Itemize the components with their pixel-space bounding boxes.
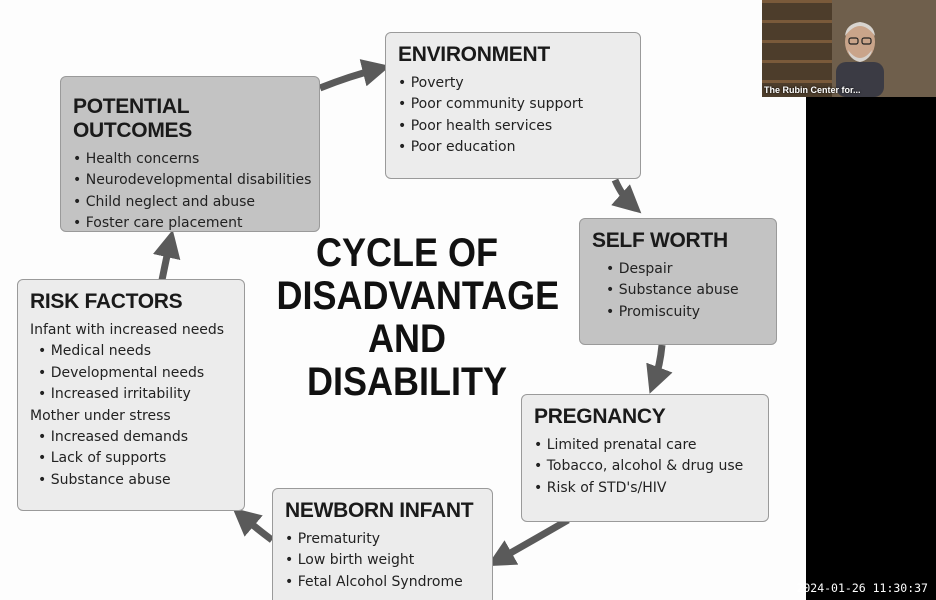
newborn-item: Fetal Alcohol Syndrome bbox=[285, 572, 480, 593]
pregnancy-item: Risk of STD's/HIV bbox=[534, 478, 756, 499]
webcam-tile[interactable]: The Rubin Center for... bbox=[762, 0, 936, 97]
risk-title: RISK FACTORS bbox=[30, 290, 232, 314]
outcomes-item: Health concerns bbox=[73, 149, 307, 170]
outcomes-item: Neurodevelopmental disabilities bbox=[73, 170, 307, 191]
newborn-item: Prematurity bbox=[285, 529, 480, 550]
risk-item: Increased irritability bbox=[30, 384, 232, 405]
risk-item: Medical needs bbox=[30, 341, 232, 362]
arrow-outcomes-to-environment bbox=[320, 69, 378, 88]
timestamp: 2024-01-26 11:30:37 bbox=[796, 581, 928, 595]
potential-outcomes-box: POTENTIAL OUTCOMES Health concerns Neuro… bbox=[60, 76, 320, 232]
pregnancy-box: PREGNANCY Limited prenatal care Tobacco,… bbox=[521, 394, 769, 522]
title-line: DISABILITY bbox=[277, 361, 538, 404]
outcomes-title: POTENTIAL OUTCOMES bbox=[73, 95, 307, 143]
pregnancy-item: Tobacco, alcohol & drug use bbox=[534, 456, 756, 477]
risk-group-mother: Mother under stress bbox=[30, 406, 232, 427]
environment-item: Poor health services bbox=[398, 116, 628, 137]
diagram-title: CYCLE OF DISADVANTAGE AND DISABILITY bbox=[277, 232, 538, 404]
environment-box: ENVIRONMENT Poverty Poor community suppo… bbox=[385, 32, 641, 179]
newborn-title: NEWBORN INFANT bbox=[285, 499, 480, 523]
title-line: AND bbox=[277, 318, 538, 361]
environment-item: Poor education bbox=[398, 137, 628, 158]
webcam-label: The Rubin Center for... bbox=[764, 85, 861, 95]
arrow-selfworth-to-pregnancy bbox=[654, 345, 662, 382]
risk-group-infant: Infant with increased needs bbox=[30, 320, 232, 341]
self-worth-item: Substance abuse bbox=[592, 280, 764, 301]
title-line: CYCLE OF bbox=[277, 232, 538, 275]
risk-item: Increased demands bbox=[30, 427, 232, 448]
self-worth-item: Promiscuity bbox=[592, 302, 764, 323]
arrow-pregnancy-to-newborn bbox=[498, 520, 568, 560]
outcomes-item: Child neglect and abuse bbox=[73, 192, 307, 213]
self-worth-box: SELF WORTH Despair Substance abuse Promi… bbox=[579, 218, 777, 345]
outcomes-item: Foster care placement bbox=[73, 213, 307, 234]
environment-item: Poor community support bbox=[398, 94, 628, 115]
environment-title: ENVIRONMENT bbox=[398, 43, 628, 67]
self-worth-title: SELF WORTH bbox=[592, 229, 764, 253]
risk-factors-box: RISK FACTORS Infant with increased needs… bbox=[17, 279, 245, 511]
risk-item: Developmental needs bbox=[30, 363, 232, 384]
risk-item: Lack of supports bbox=[30, 448, 232, 469]
bookshelf bbox=[762, 0, 832, 97]
pregnancy-item: Limited prenatal care bbox=[534, 435, 756, 456]
arrow-environment-to-selfworth bbox=[615, 180, 632, 205]
self-worth-item: Despair bbox=[592, 259, 764, 280]
newborn-infant-box: NEWBORN INFANT Prematurity Low birth wei… bbox=[272, 488, 493, 600]
risk-item: Substance abuse bbox=[30, 470, 232, 491]
pregnancy-title: PREGNANCY bbox=[534, 405, 756, 429]
title-line: DISADVANTAGE bbox=[277, 275, 538, 318]
slide: ENVIRONMENT Poverty Poor community suppo… bbox=[0, 0, 806, 600]
arrow-risk-to-outcomes bbox=[162, 242, 170, 280]
newborn-item: Low birth weight bbox=[285, 550, 480, 571]
arrow-newborn-to-risk bbox=[242, 516, 272, 540]
environment-item: Poverty bbox=[398, 73, 628, 94]
